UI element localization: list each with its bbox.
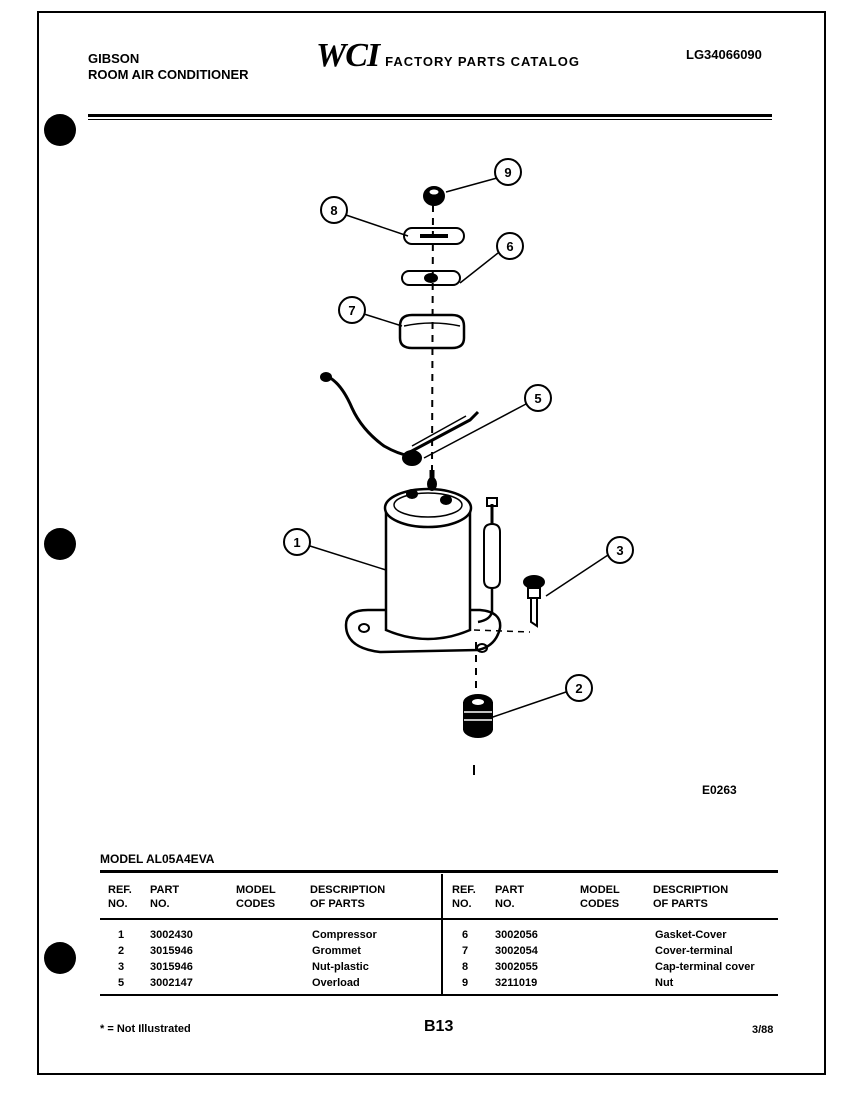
part-gasket-cover — [401, 270, 461, 286]
right-row-4-ref: 9 — [462, 977, 469, 989]
left-row-1-part: 3002430 — [150, 929, 193, 941]
catalog-banner: WCI FACTORY PARTS CATALOG — [316, 37, 580, 74]
callout-circle-9 — [494, 158, 522, 186]
wci-logo: WCI — [316, 37, 380, 74]
table-divider — [441, 874, 443, 994]
callout-5: 5 — [534, 391, 541, 406]
callout-circle-6 — [496, 232, 524, 260]
leader-7 — [363, 313, 403, 327]
leader-3 — [545, 554, 609, 597]
left-row-2-part: 3015946 — [150, 945, 193, 957]
part-compressor — [344, 470, 502, 654]
header-rule-thin — [88, 119, 772, 120]
leader-8 — [345, 214, 409, 237]
col-part-no-left: PART NO. — [150, 884, 180, 910]
left-row-4-desc: Overload — [312, 977, 360, 989]
product-name: ROOM AIR CONDITIONER — [88, 67, 249, 82]
col-description-right: DESCRIPTION OF PARTS — [653, 884, 729, 910]
part-grommet — [463, 694, 493, 738]
left-row-3-desc: Nut-plastic — [312, 961, 369, 973]
col-description-left: DESCRIPTION OF PARTS — [310, 884, 386, 910]
left-row-3-ref: 3 — [118, 961, 125, 973]
illustration-id: E0263 — [702, 783, 737, 797]
part-overload — [320, 372, 480, 466]
table-header-rule — [100, 918, 778, 920]
brand-name: GIBSON — [88, 51, 140, 66]
callout-3: 3 — [616, 543, 623, 558]
col-part-no-right: PART NO. — [495, 884, 525, 910]
col-model-codes-left: MODEL CODES — [236, 884, 276, 910]
left-row-2-ref: 2 — [118, 945, 125, 957]
callout-circle-1 — [283, 528, 311, 556]
binder-hole-middle — [44, 528, 76, 560]
callout-7: 7 — [348, 303, 355, 318]
right-row-2-desc: Cover-terminal — [655, 945, 733, 957]
leader-9 — [445, 177, 498, 193]
leader-6 — [459, 252, 499, 284]
exploded-parts-diagram: 9 8 6 7 5 1 3 2 — [283, 158, 634, 775]
callout-circle-5 — [524, 384, 552, 412]
right-row-3-ref: 8 — [462, 961, 469, 973]
callout-circle-7 — [338, 296, 366, 324]
callout-9: 9 — [504, 165, 511, 180]
callout-8: 8 — [330, 203, 337, 218]
header-rule — [88, 114, 772, 117]
callout-6: 6 — [506, 239, 513, 254]
right-row-2-part: 3002054 — [495, 945, 538, 957]
right-row-2-ref: 7 — [462, 945, 469, 957]
callout-circle-2 — [565, 674, 593, 702]
center-axis-line — [431, 204, 434, 471]
left-row-3-part: 3015946 — [150, 961, 193, 973]
page-border — [37, 11, 826, 1075]
catalog-title: FACTORY PARTS CATALOG — [385, 54, 580, 69]
left-row-1-ref: 1 — [118, 929, 125, 941]
right-row-4-part: 3211019 — [495, 977, 538, 989]
right-row-1-desc: Gasket-Cover — [655, 929, 727, 941]
callout-2: 2 — [575, 681, 582, 696]
leader-2 — [489, 691, 567, 719]
left-row-4-part: 3002147 — [150, 977, 193, 989]
left-row-2-desc: Grommet — [312, 945, 361, 957]
page-number: B13 — [424, 1018, 454, 1035]
revision-date: 3/88 — [752, 1024, 774, 1036]
left-row-4-ref: 5 — [118, 977, 125, 989]
col-ref-no-right: REF. NO. — [452, 884, 476, 910]
catalog-code: LG34066090 — [686, 47, 762, 62]
leader-5 — [423, 403, 527, 459]
right-row-3-desc: Cap-terminal cover — [655, 961, 755, 973]
callout-circle-3 — [606, 536, 634, 564]
table-bottom-rule — [100, 994, 778, 996]
footnote: * = Not Illustrated — [100, 1023, 191, 1035]
right-row-1-part: 3002056 — [495, 929, 538, 941]
table-top-rule — [100, 870, 778, 873]
leader-1 — [309, 545, 387, 571]
part-nut — [423, 186, 445, 206]
col-model-codes-right: MODEL CODES — [580, 884, 620, 910]
part-3-axis — [473, 629, 531, 633]
part-terminal-cover — [398, 313, 466, 350]
model-label: MODEL AL05A4EVA — [100, 852, 215, 866]
right-row-3-part: 3002055 — [495, 961, 538, 973]
right-row-1-ref: 6 — [462, 929, 469, 941]
binder-hole-top — [44, 114, 76, 146]
part-nut-plastic — [523, 575, 545, 628]
col-ref-no-left: REF. NO. — [108, 884, 132, 910]
part-cap-terminal-cover — [403, 227, 465, 245]
left-row-1-desc: Compressor — [312, 929, 377, 941]
callout-1: 1 — [293, 535, 300, 550]
binder-hole-bottom — [44, 942, 76, 974]
callout-circle-8 — [320, 196, 348, 224]
right-row-4-desc: Nut — [655, 977, 674, 989]
